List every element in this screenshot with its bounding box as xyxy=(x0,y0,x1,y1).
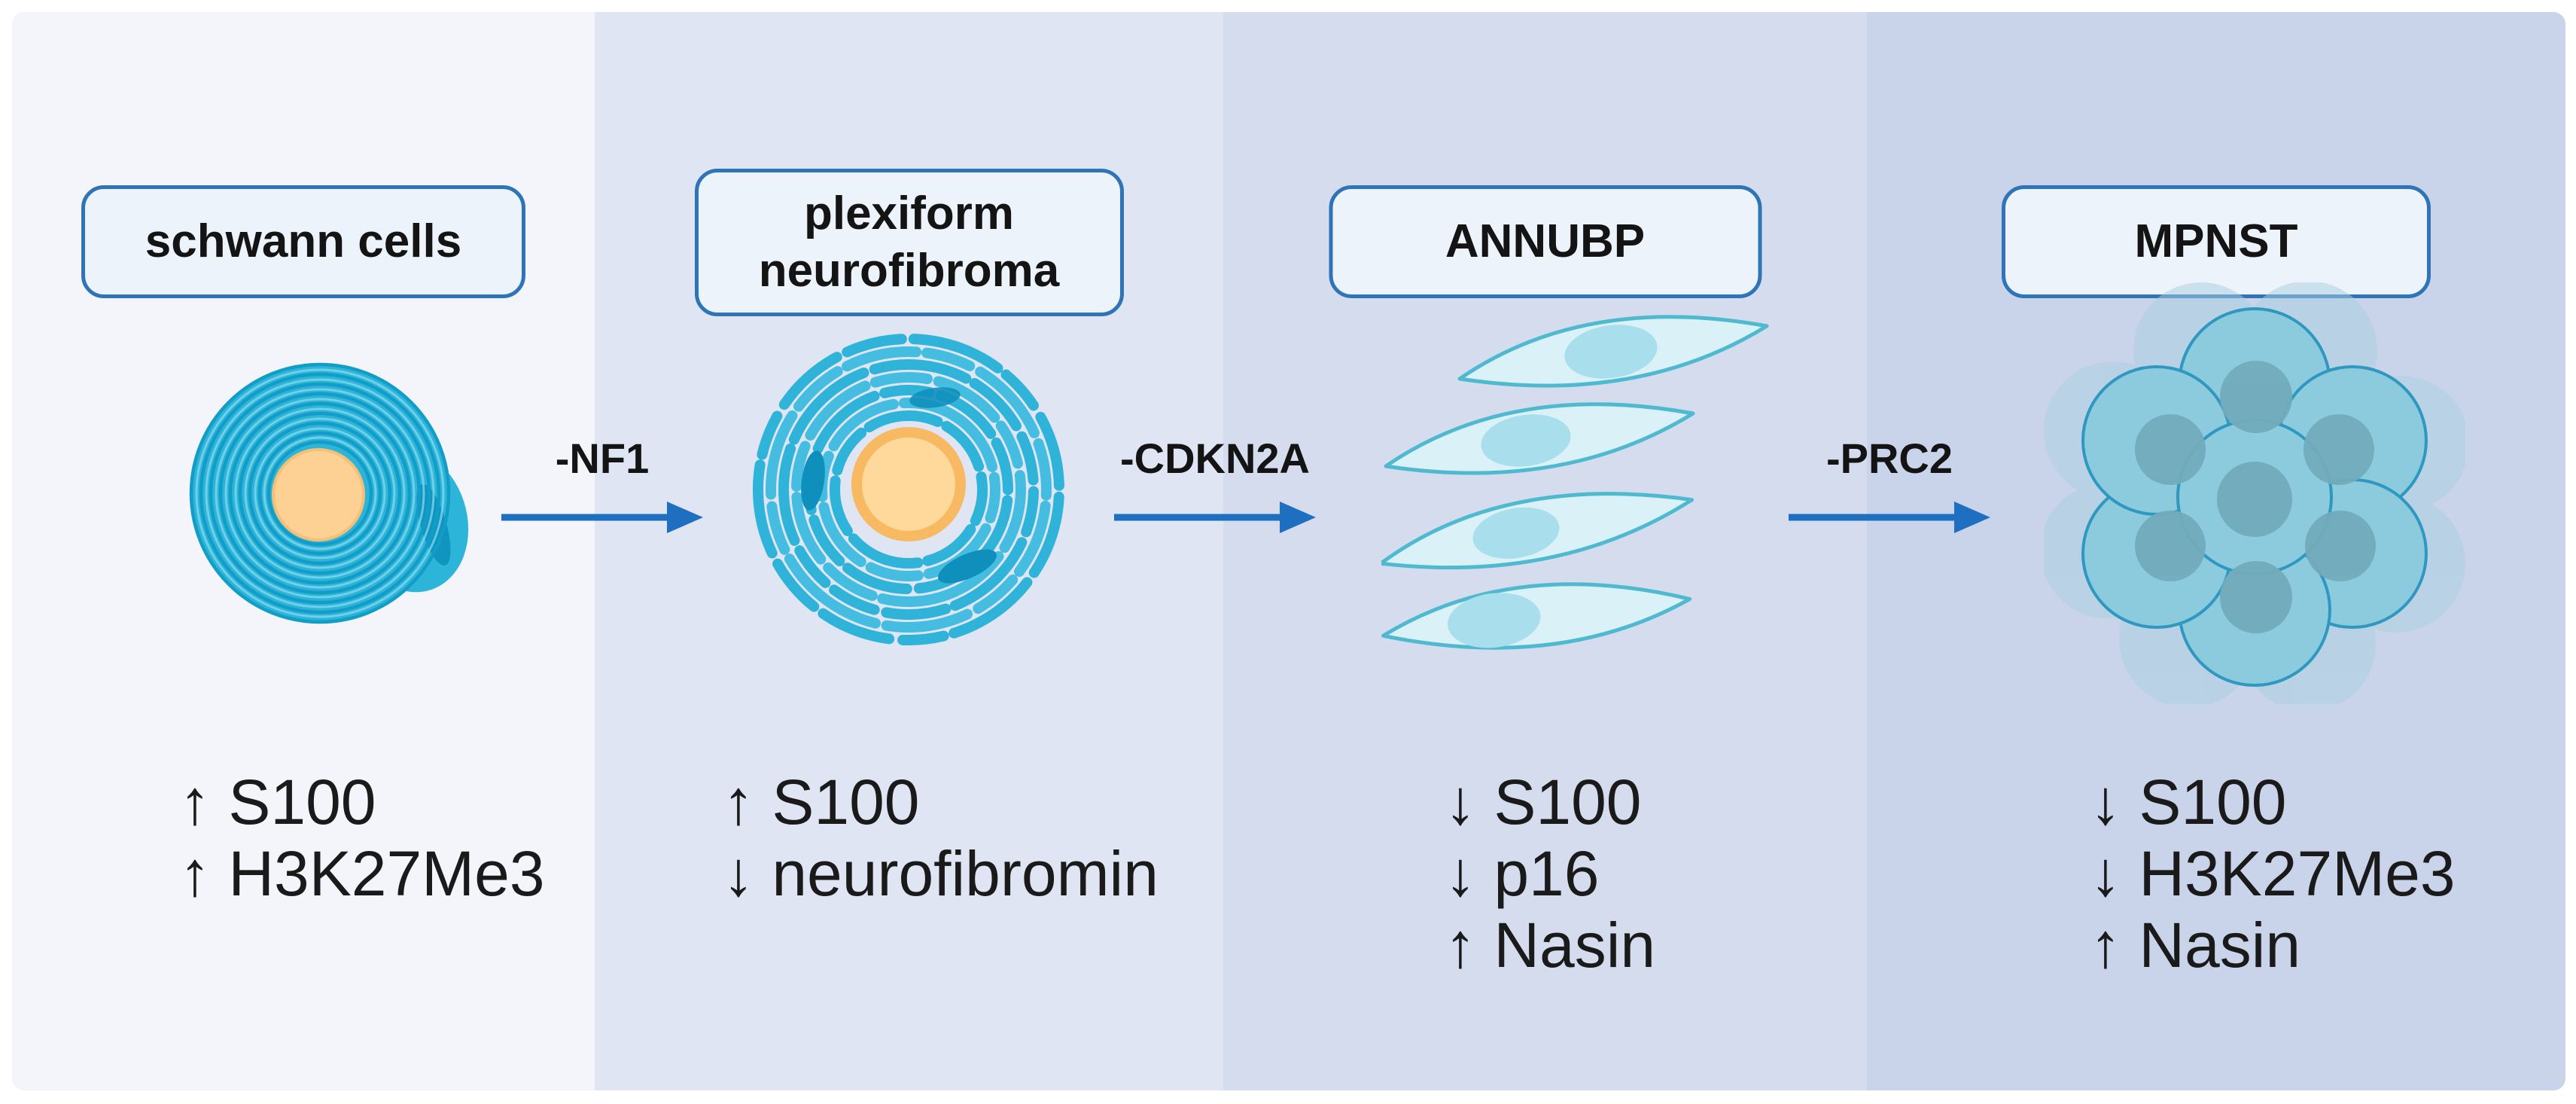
marker-list-annubp: ↓ S100 ↓ p16 ↑ Nasin xyxy=(1445,767,1655,981)
marker-line: ↓ H3K27Me3 xyxy=(2090,838,2456,909)
transition-nf1: -NF1 xyxy=(482,434,723,535)
transition-label: -NF1 xyxy=(555,435,650,482)
transition-label: -PRC2 xyxy=(1825,435,1953,482)
stage-label-box-plexiform-neurofibroma: plexiform neurofibroma xyxy=(694,169,1124,316)
plexiform-neurofibroma-illustration xyxy=(743,324,1074,655)
marker-line: ↓ S100 xyxy=(2090,767,2287,837)
neurofibroma-swirl-icon xyxy=(753,334,1064,645)
progression-figure: schwann cells xyxy=(12,12,2565,1090)
stage-label: ANNUBP xyxy=(1445,215,1646,268)
marker-list-mpnst: ↓ S100 ↓ H3K27Me3 ↑ Nasin xyxy=(2090,767,2456,981)
marker-list-plexiform-neurofibroma: ↑ S100 ↓ neurofibromin xyxy=(723,767,1159,910)
panel-annubp: ANNUBP xyxy=(1223,12,1867,1090)
arrow-right-icon xyxy=(1789,502,1990,533)
marker-line: ↑ S100 xyxy=(179,767,376,837)
marker-line: ↑ H3K27Me3 xyxy=(179,838,545,909)
marker-line: ↑ S100 xyxy=(723,767,920,837)
panel-mpnst: MPNST xyxy=(1867,12,2565,1090)
stage-label: MPNST xyxy=(2134,215,2298,268)
myelinated-cell-icon xyxy=(189,362,469,624)
marker-line: ↑ Nasin xyxy=(1445,910,1656,980)
transition-label: -CDKN2A xyxy=(1120,435,1310,482)
marker-line: ↓ p16 xyxy=(1445,838,1600,909)
transition-cdkn2a: -CDKN2A xyxy=(1095,434,1335,535)
marker-line: ↑ Nasin xyxy=(2090,910,2301,980)
spindle-cells-icon xyxy=(1378,315,1769,650)
panel-plexiform-neurofibroma: plexiform neurofibroma xyxy=(595,12,1223,1090)
schwann-cell-illustration xyxy=(166,335,482,651)
stage-label-box-schwann-cells: schwann cells xyxy=(81,185,525,298)
mpnst-illustration xyxy=(2040,281,2469,712)
stage-label: schwann cells xyxy=(145,215,462,268)
marker-line: ↓ S100 xyxy=(1445,767,1642,837)
stage-label-box-annubp: ANNUBP xyxy=(1329,185,1761,298)
marker-line: ↓ neurofibromin xyxy=(723,838,1159,909)
transition-prc2: -PRC2 xyxy=(1769,434,2010,535)
stage-label: plexiform neurofibroma xyxy=(758,188,1060,297)
stage-label-box-mpnst: MPNST xyxy=(2002,185,2431,298)
tumor-cluster-icon xyxy=(2040,281,2469,712)
annubp-illustration xyxy=(1378,310,1773,701)
arrow-right-icon xyxy=(501,502,703,533)
arrow-right-icon xyxy=(1114,502,1316,533)
marker-list-schwann-cells: ↑ S100 ↑ H3K27Me3 xyxy=(179,767,545,910)
panel-schwann-cells: schwann cells xyxy=(12,12,595,1090)
